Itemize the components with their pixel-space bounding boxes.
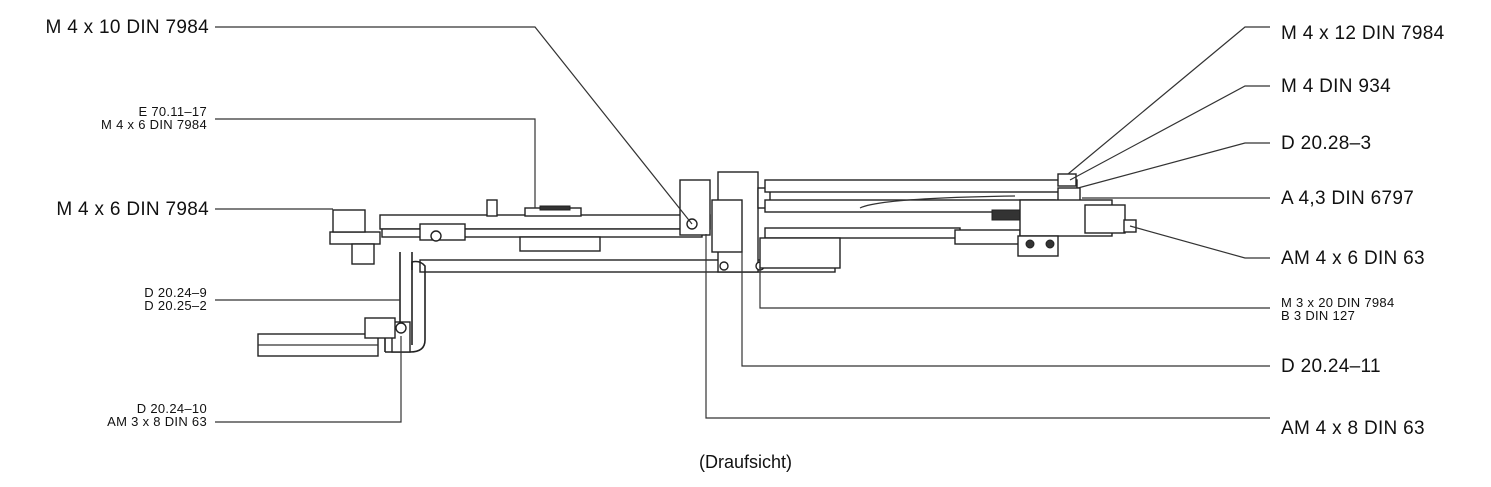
label-r2-line-1: M 4 DIN 934 <box>1281 76 1391 97</box>
caption: (Draufsicht) <box>698 452 792 472</box>
leader-l1 <box>215 26 693 225</box>
center-screw-b <box>719 261 729 271</box>
label-r6: M 3 x 20 DIN 7984 B 3 DIN 127 <box>1281 296 1395 322</box>
rod-bend <box>385 260 426 353</box>
clamp-block <box>419 223 466 241</box>
label-l5: D 20.24–10 AM 3 x 8 DIN 63 <box>107 402 207 428</box>
label-r4-line-1: A 4,3 DIN 6797 <box>1281 188 1415 209</box>
end-head <box>1084 204 1126 234</box>
label-r4: A 4,3 DIN 6797 <box>1281 189 1414 208</box>
label-l4-line-2: D 20.25–2 <box>144 298 207 313</box>
label-r5-line-1: AM 4 x 6 DIN 63 <box>1281 248 1425 269</box>
part-drawing <box>257 171 1137 357</box>
label-l3-line-1: M 4 x 6 DIN 7984 <box>56 199 209 220</box>
label-l2-line-1: E 70.11–17 <box>138 104 207 119</box>
end-cap <box>1057 173 1077 187</box>
label-l1-line-1: M 4 x 10 DIN 7984 <box>45 17 209 38</box>
label-r5: AM 4 x 6 DIN 63 <box>1281 249 1425 268</box>
label-r6-line-2: B 3 DIN 127 <box>1281 308 1356 323</box>
label-r7-line-1: D 20.24–11 <box>1281 356 1381 377</box>
label-r8-line-1: AM 4 x 8 DIN 63 <box>1281 418 1425 439</box>
upper-arm <box>764 179 1078 193</box>
clamp-screw <box>430 230 442 242</box>
leader-r3 <box>1077 142 1270 189</box>
leader-r2 <box>1069 85 1270 181</box>
label-l3: M 4 x 6 DIN 7984 <box>56 200 209 219</box>
rod-clamp-screw <box>395 322 407 334</box>
leader-r1 <box>1067 26 1270 175</box>
lower-arm <box>764 227 961 239</box>
leader-lines <box>215 26 1270 423</box>
leader-r5 <box>1129 225 1270 259</box>
leader-l2 <box>215 118 536 208</box>
label-r3: D 20.28–3 <box>1281 134 1371 153</box>
lower-arm-block <box>954 229 1021 245</box>
post <box>486 199 498 217</box>
label-l2: E 70.11–17 M 4 x 6 DIN 7984 <box>101 105 207 131</box>
label-r1: M 4 x 12 DIN 7984 <box>1281 24 1445 43</box>
center-block-c <box>711 199 743 253</box>
handle-holder <box>364 317 396 339</box>
lower-block <box>519 236 601 252</box>
leader-r6 <box>759 266 1270 309</box>
left-bracket-top <box>332 209 366 233</box>
leader-r8 <box>705 234 1270 419</box>
left-bracket-foot <box>351 243 375 265</box>
label-l5-line-2: AM 3 x 8 DIN 63 <box>107 414 207 429</box>
leader-r7 <box>741 252 1270 367</box>
label-r8: AM 4 x 8 DIN 63 <box>1281 419 1425 438</box>
lower-support <box>759 237 841 269</box>
label-r3-line-1: D 20.28–3 <box>1281 133 1372 154</box>
leader-l5 <box>215 336 402 423</box>
left-bracket <box>329 231 381 245</box>
top-plate-screw <box>539 205 571 211</box>
label-r6-line-1: M 3 x 20 DIN 7984 <box>1281 295 1395 310</box>
end-clamp <box>991 209 1021 221</box>
label-l4-line-1: D 20.24–9 <box>144 285 207 300</box>
label-r7: D 20.24–11 <box>1281 357 1381 376</box>
label-l4: D 20.24–9 D 20.25–2 <box>144 286 207 312</box>
label-r2: M 4 DIN 934 <box>1281 77 1391 96</box>
end-screw-a <box>1025 239 1035 249</box>
label-l2-line-2: M 4 x 6 DIN 7984 <box>101 117 207 132</box>
label-l5-line-1: D 20.24–10 <box>136 401 207 416</box>
arm-curve <box>859 195 1016 209</box>
end-screw-b <box>1045 239 1055 249</box>
label-l1: M 4 x 10 DIN 7984 <box>45 18 209 37</box>
label-r1-line-1: M 4 x 12 DIN 7984 <box>1281 23 1445 44</box>
